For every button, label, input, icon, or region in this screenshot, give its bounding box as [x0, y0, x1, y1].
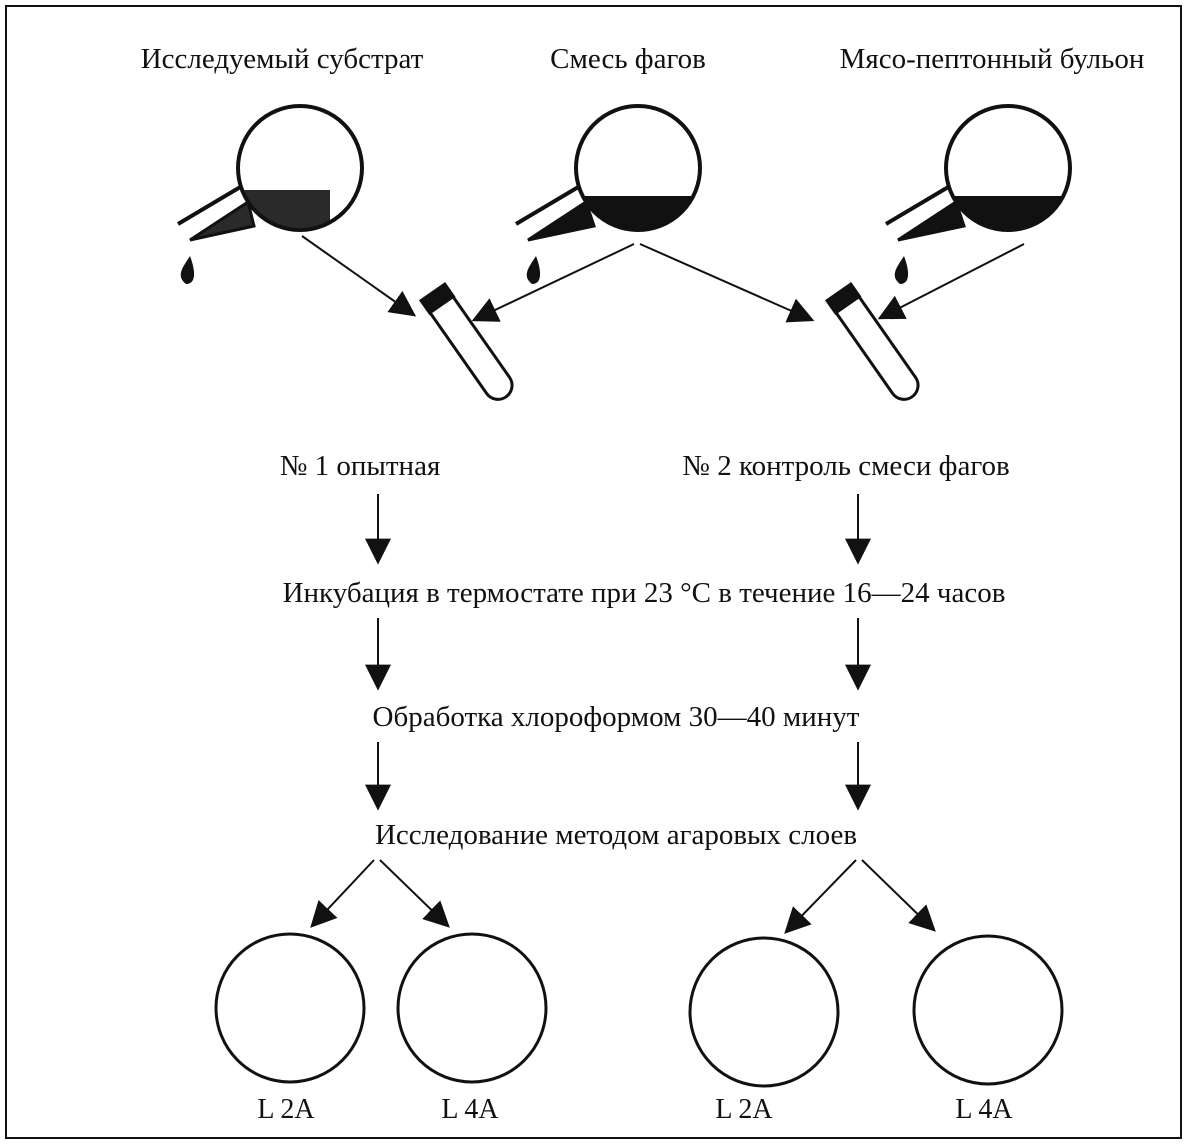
- petri-dishes: [214, 932, 1064, 1088]
- step-agar-layers: Исследование методом агаровых слоев: [375, 819, 857, 851]
- arrow-substrate-to-tube1: [301, 235, 417, 317]
- step-incubation: Инкубация в термостате при 23 °С в течен…: [283, 577, 1006, 609]
- plate-label-left-l2a: L 2A: [257, 1094, 315, 1125]
- test-tube-1: [418, 281, 514, 401]
- tube-label-control: № 2 контроль смеси фагов: [682, 450, 1009, 482]
- arrow-phages-to-tube2: [639, 243, 815, 323]
- arrow-phages-to-tube1: [471, 243, 635, 322]
- flask-broth: [884, 104, 1072, 284]
- step-chloroform: Обработка хлороформом 30—40 минут: [373, 701, 860, 733]
- process-arrows: [365, 494, 871, 811]
- source-label-substrate: Исследуемый субстрат: [141, 43, 424, 75]
- source-label-broth: Мясо-пептонный бульон: [840, 43, 1145, 75]
- petri-dish-left-l2a: [214, 932, 366, 1084]
- transfer-arrows: [301, 235, 1025, 323]
- flask-phage-mix: [514, 104, 702, 284]
- diagram-frame: [5, 5, 1182, 1139]
- petri-dish-left-l4a: [396, 932, 548, 1084]
- petri-dish-right-l2a: [688, 936, 840, 1088]
- split-arrows: [310, 859, 936, 934]
- plate-label-right-l2a: L 2A: [715, 1094, 773, 1125]
- plate-label-left-l4a: L 4A: [441, 1094, 499, 1125]
- petri-dish-right-l4a: [912, 934, 1064, 1086]
- test-tube-2: [824, 281, 920, 401]
- arrow-broth-to-tube2: [877, 243, 1025, 320]
- plate-label-right-l4a: L 4A: [955, 1094, 1013, 1125]
- tube-label-experimental: № 1 опытная: [280, 450, 441, 482]
- source-label-phage-mix: Смесь фагов: [550, 43, 706, 75]
- flask-substrate: [176, 104, 364, 284]
